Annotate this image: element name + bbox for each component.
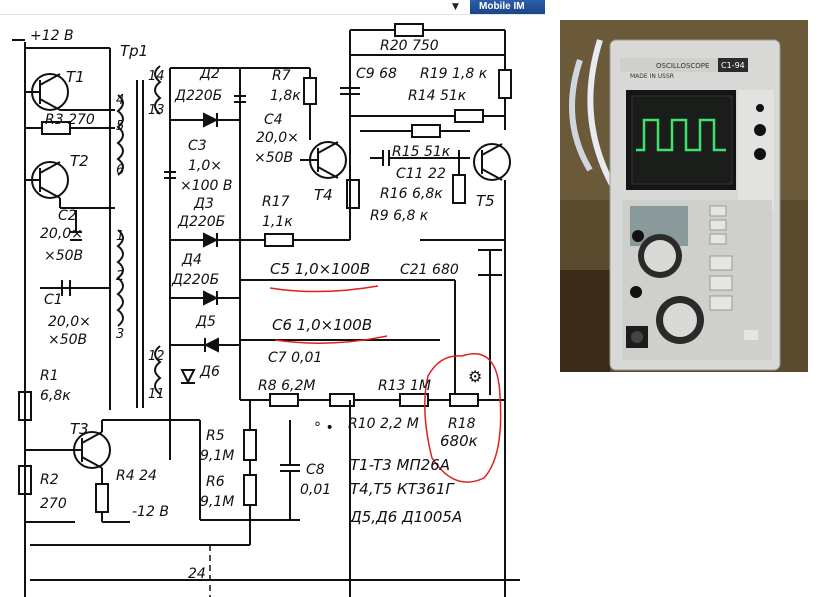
oscilloscope-photo: OSCILLOSCOPE C1-94 MADE IN USSR bbox=[560, 20, 808, 372]
plus12-label: +12 В bbox=[30, 28, 74, 44]
r16-label: R16 6,8к bbox=[380, 186, 443, 202]
winding-5: 5 bbox=[116, 119, 124, 134]
c4-voltage: ×50В bbox=[254, 150, 293, 166]
made-in-label: MADE IN USSR bbox=[630, 73, 674, 80]
c5-label: C5 1,0×100В bbox=[270, 260, 370, 278]
chevron-down-icon[interactable]: ▼ bbox=[452, 2, 459, 12]
d3-label: Д3 bbox=[193, 196, 214, 212]
winding-2: 2 bbox=[116, 269, 124, 284]
r1-label: R1 bbox=[40, 368, 59, 384]
top-toolbar-strip bbox=[0, 0, 545, 15]
c2-value: 20,0× bbox=[40, 226, 83, 242]
r18-label: R18 bbox=[448, 416, 476, 432]
r19-label: R19 1,8 к bbox=[420, 66, 488, 82]
winding-3: 3 bbox=[116, 327, 124, 342]
c1-value: 20,0× bbox=[48, 314, 91, 330]
r6-value: 9,1М bbox=[200, 494, 234, 510]
gear-icon: ⚙ bbox=[468, 367, 482, 386]
r17-value: 1,1к bbox=[262, 214, 293, 230]
diode-note: Д5,Д6 Д1005А bbox=[349, 508, 462, 526]
c3-voltage: ×100 В bbox=[180, 178, 233, 194]
winding-6: 6 bbox=[116, 163, 124, 178]
t1-label: T1 bbox=[66, 68, 85, 86]
r14-label: R14 51к bbox=[408, 88, 467, 104]
c21-label: C21 680 bbox=[400, 262, 459, 278]
c3-value: 1,0× bbox=[188, 158, 222, 174]
d5-label: Д5 bbox=[195, 314, 216, 330]
d6-label: Д6 bbox=[199, 364, 220, 380]
d2-label: Д2 bbox=[199, 66, 220, 82]
r7-value: 1,8к bbox=[270, 88, 301, 104]
t3-label: T3 bbox=[70, 420, 89, 438]
r1-value: 6,8к bbox=[40, 388, 71, 404]
c2-voltage: ×50В bbox=[44, 248, 83, 264]
d3-type: Д220Б bbox=[177, 214, 225, 230]
winding-4: 4 bbox=[116, 93, 124, 108]
winding-11: 11 bbox=[148, 387, 165, 402]
r17-label: R17 bbox=[262, 194, 290, 210]
wiper-symbol: ° • bbox=[314, 420, 334, 436]
c3-label: C3 bbox=[188, 138, 207, 154]
winding-1: 1 bbox=[116, 229, 124, 244]
c4-value: 20,0× bbox=[256, 130, 299, 146]
r18-value: 680к bbox=[440, 432, 478, 450]
r7-label: R7 bbox=[272, 68, 291, 84]
c7-label: C7 0,01 bbox=[268, 350, 322, 366]
r8-label: R8 6,2М bbox=[258, 378, 315, 394]
r13-label: R13 1М bbox=[378, 378, 431, 394]
r5-value: 9,1М bbox=[200, 448, 234, 464]
c2-label: C2 bbox=[58, 208, 77, 224]
d2-type: Д220Б bbox=[174, 88, 222, 104]
r6-label: R6 bbox=[206, 474, 225, 490]
brand-label: OSCILLOSCOPE bbox=[656, 62, 709, 70]
c4-label: C4 bbox=[264, 112, 283, 128]
transistor-note-2: T4,T5 КТ361Г bbox=[350, 480, 455, 498]
r15-label: R15 51к bbox=[392, 144, 451, 160]
transistor-note-1: T1-T3 МП26А bbox=[350, 456, 450, 474]
r4-label: R4 24 bbox=[116, 468, 157, 484]
tr1-label: Tp1 bbox=[120, 42, 148, 60]
r20-label: R20 750 bbox=[380, 38, 439, 54]
model-label: C1-94 bbox=[721, 61, 745, 70]
r9-label: R9 6,8 к bbox=[370, 208, 429, 224]
d4-type: Д220Б bbox=[171, 272, 219, 288]
t4-label: T4 bbox=[314, 186, 333, 204]
c9-label: C9 68 bbox=[356, 66, 397, 82]
wire-24-label: 24 bbox=[188, 566, 206, 582]
r2-value: 270 bbox=[40, 496, 67, 512]
r3-label: R3 270 bbox=[45, 112, 95, 128]
winding-14: 14 bbox=[148, 69, 165, 84]
winding-12: 12 bbox=[148, 349, 165, 364]
winding-13: 13 bbox=[148, 103, 165, 118]
r2-label: R2 bbox=[40, 472, 59, 488]
c1-label: C1 bbox=[44, 292, 63, 308]
t2-label: T2 bbox=[70, 152, 89, 170]
mobile-im-button[interactable]: Mobile IM bbox=[470, 0, 545, 14]
t5-label: T5 bbox=[476, 192, 495, 210]
minus12-label: -12 В bbox=[132, 504, 169, 520]
c8-value: 0,01 bbox=[300, 482, 331, 498]
d4-label: Д4 bbox=[181, 252, 202, 268]
c11-label: C11 22 bbox=[396, 166, 446, 182]
r10-label: R10 2,2 М bbox=[348, 416, 419, 432]
c8-label: C8 bbox=[306, 462, 325, 478]
c6-label: C6 1,0×100В bbox=[272, 316, 372, 334]
circuit-schematic: +12 В Tp1 T1 R3 270 T2 C2 20,0× ×50В C1 … bbox=[12, 23, 520, 597]
r5-label: R5 bbox=[206, 428, 225, 444]
c1-voltage: ×50В bbox=[48, 332, 87, 348]
